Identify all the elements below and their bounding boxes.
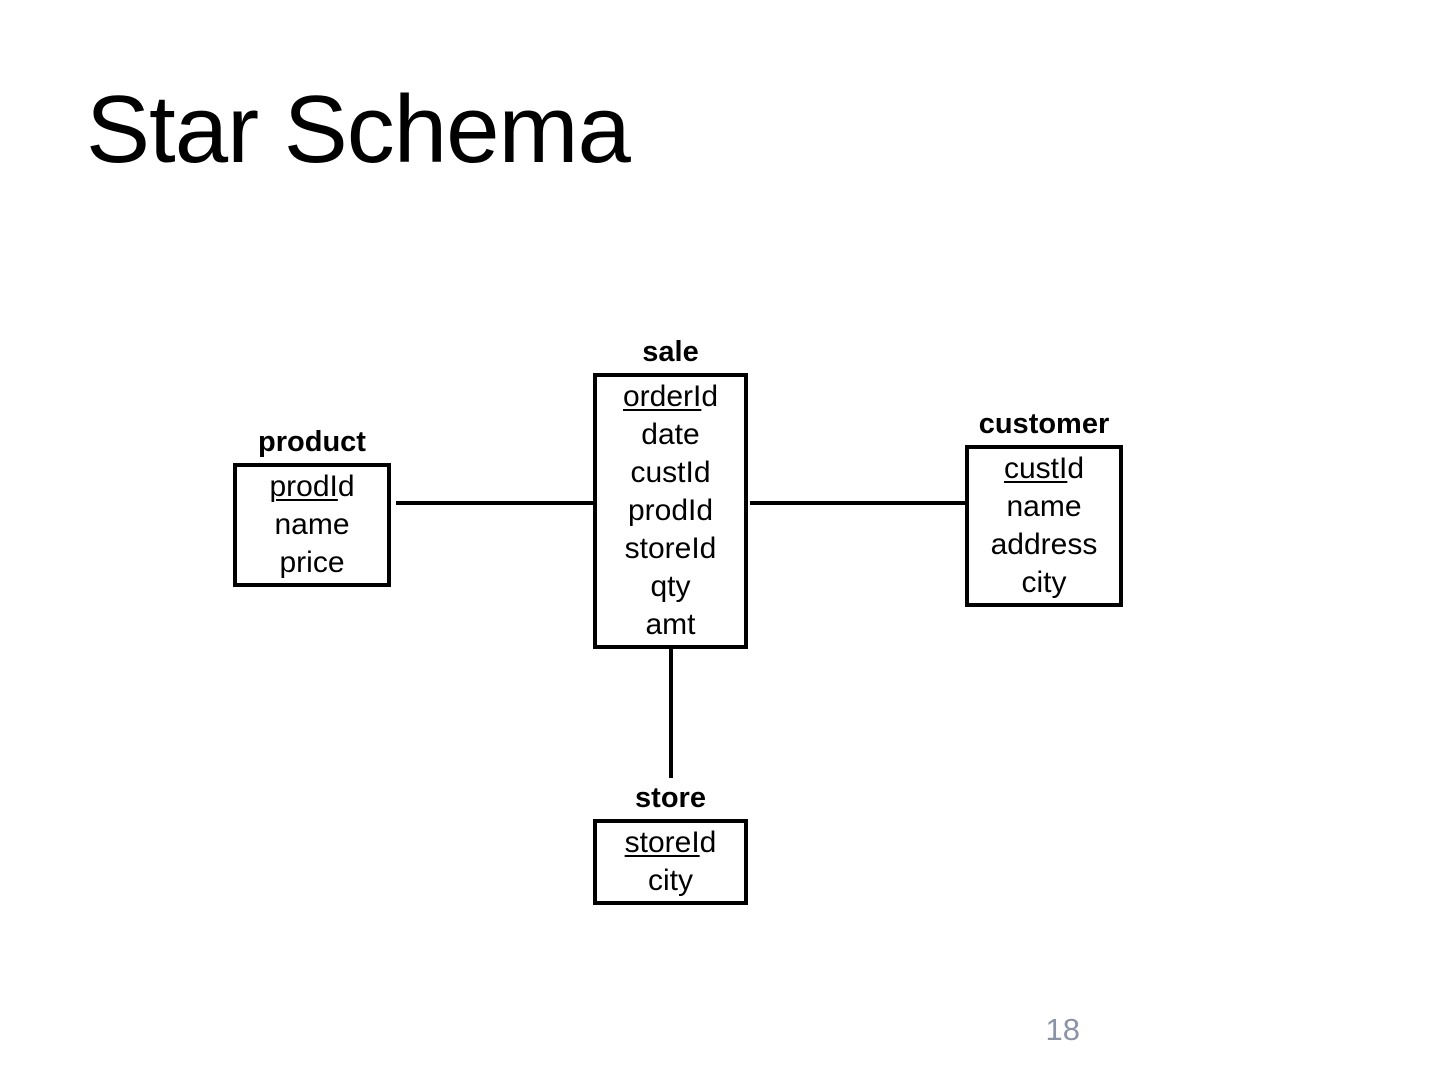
entity-customer: customer custId name address city bbox=[965, 409, 1123, 607]
primary-key-underline: orderI bbox=[622, 380, 702, 413]
entity-store: store storeId city bbox=[593, 783, 748, 905]
field-custId: custId bbox=[1003, 452, 1085, 485]
page-number: 18 bbox=[1045, 1012, 1080, 1047]
field-custId: custId bbox=[630, 456, 711, 489]
primary-key-underline: prodI bbox=[269, 470, 338, 503]
field-name: name bbox=[1006, 490, 1082, 523]
entity-sale-label: sale bbox=[642, 336, 699, 368]
connector-sale-customer bbox=[750, 501, 965, 505]
field-city: city bbox=[1021, 566, 1067, 599]
field-prodId: prodId bbox=[269, 470, 355, 503]
entity-product: product prodId name price bbox=[233, 427, 391, 587]
field-address: address bbox=[990, 528, 1098, 561]
entity-product-label: product bbox=[258, 426, 366, 458]
connector-sale-store bbox=[669, 648, 673, 778]
primary-key-underline: custI bbox=[1003, 452, 1068, 485]
field-storeId: storeId bbox=[624, 826, 717, 859]
entity-sale: sale orderId date custId prodId storeId qty am… bbox=[593, 337, 748, 649]
field-date: date bbox=[641, 418, 700, 451]
field-storeId: storeId bbox=[624, 532, 717, 565]
field-price: price bbox=[279, 546, 345, 579]
field-city: city bbox=[648, 864, 693, 897]
connector-product-sale bbox=[396, 501, 593, 505]
field-amt: amt bbox=[645, 608, 696, 641]
entity-customer-label: customer bbox=[978, 408, 1110, 440]
field-orderId: orderId bbox=[622, 380, 719, 413]
field-prodId: prodId bbox=[627, 494, 714, 527]
entity-customer-box: custId name address city bbox=[965, 445, 1123, 607]
entity-store-label: store bbox=[635, 782, 706, 814]
field-qty: qty bbox=[650, 570, 691, 603]
primary-key-underline: storeI bbox=[624, 826, 700, 859]
entity-sale-box: orderId date custId prodId storeId qty amt bbox=[593, 373, 748, 649]
field-name: name bbox=[274, 508, 350, 541]
slide-title: Star Schema bbox=[86, 76, 631, 183]
entity-product-box: prodId name price bbox=[233, 463, 391, 587]
entity-store-box: storeId city bbox=[593, 819, 748, 905]
